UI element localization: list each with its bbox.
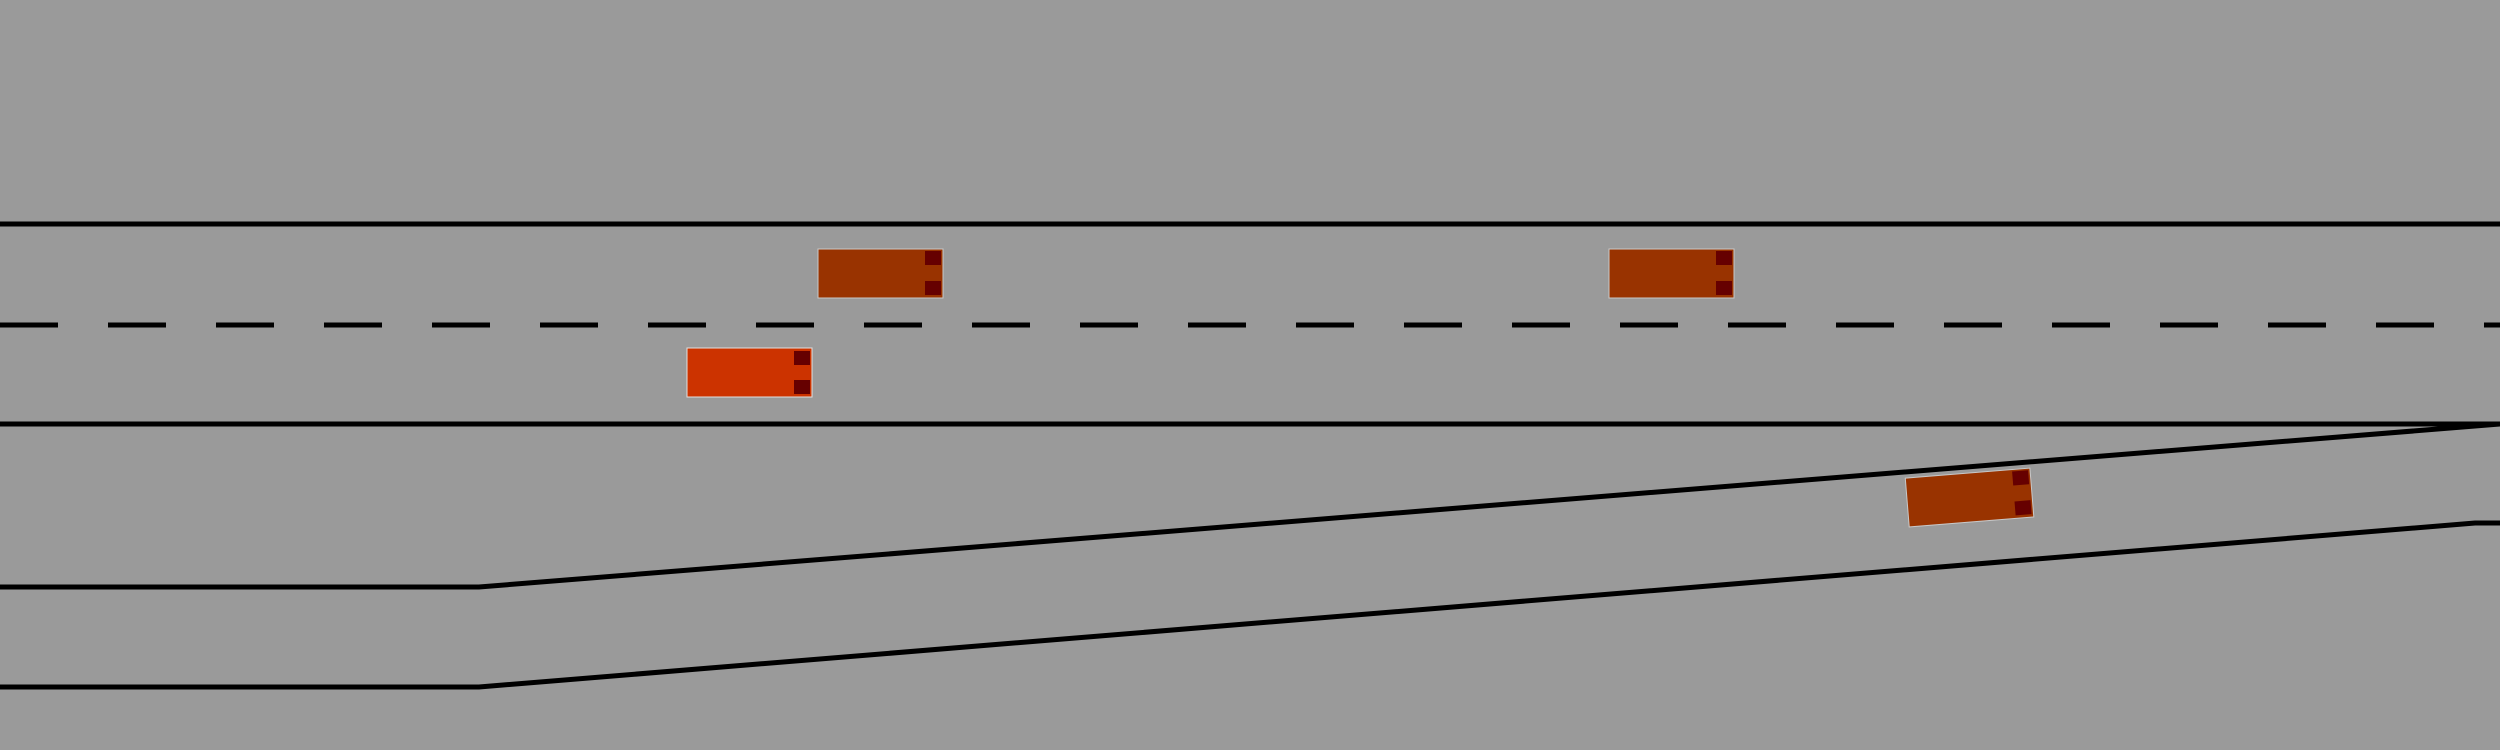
vehicle-1 (817, 248, 944, 299)
tail-light (2012, 470, 2030, 486)
ego-vehicle (686, 347, 813, 398)
vehicle-3 (1904, 467, 2035, 528)
tail-light (794, 351, 810, 365)
tail-light (925, 281, 941, 295)
tail-light (1716, 281, 1732, 295)
tail-light (925, 251, 941, 265)
tail-light (2014, 500, 2032, 516)
on-ramp-upper-edge (0, 421, 2500, 590)
on-ramp-lower-edge (0, 520, 2500, 690)
tail-light (1716, 251, 1732, 265)
vehicle-2 (1608, 248, 1735, 299)
tail-light (794, 380, 810, 394)
